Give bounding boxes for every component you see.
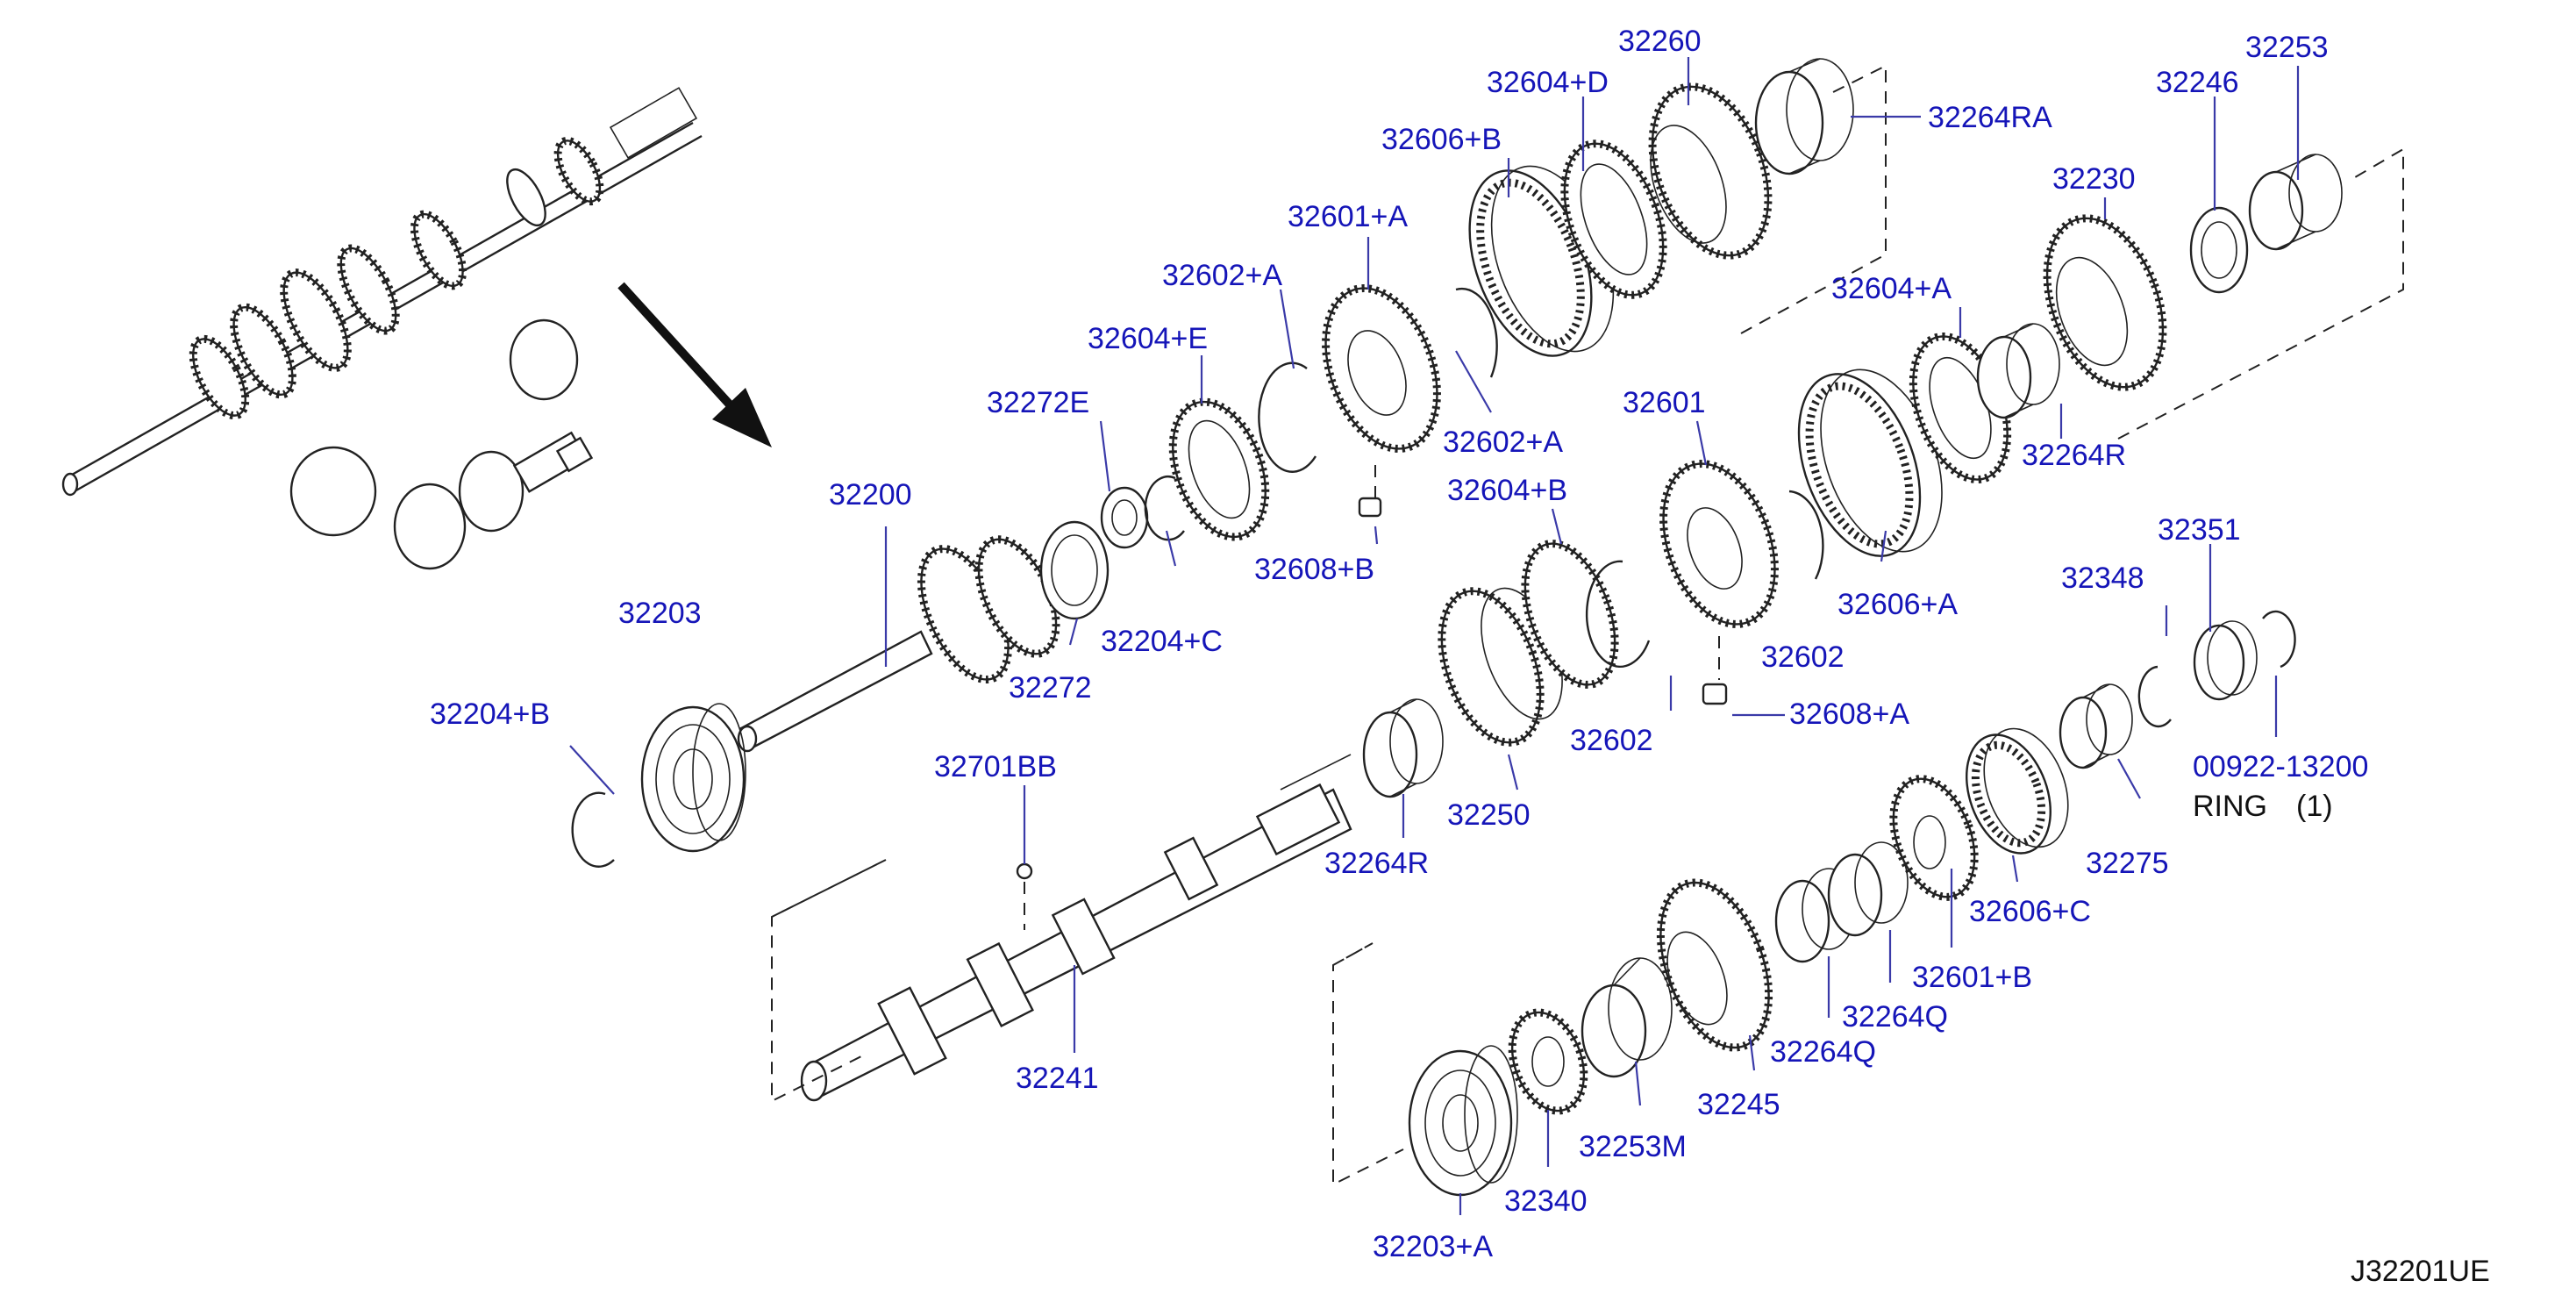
- gear-32340: [1508, 1008, 1588, 1115]
- group-bracket-left: [771, 859, 887, 1103]
- direction-arrow-icon: [617, 282, 772, 447]
- label-32272: 32272: [1009, 671, 1092, 705]
- needle-bearing-32272: [1039, 520, 1110, 620]
- label-32340: 32340: [1504, 1184, 1588, 1218]
- label-32601: 32601: [1623, 386, 1706, 419]
- synchro-hub-32601a: [1322, 284, 1441, 453]
- label-32203: 32203: [618, 597, 702, 630]
- coupling-sleeve-32606c: [1966, 727, 2069, 855]
- main-drive-shaft-32200: [737, 535, 1060, 753]
- label-32606-c: 32606+C: [1969, 895, 2091, 928]
- needle-bearing-32264q-b: [1827, 841, 1909, 937]
- group-bracket-right: [2117, 147, 2404, 440]
- label-32351: 32351: [2158, 513, 2241, 547]
- label-32264r-bottom: 32264R: [1324, 847, 1429, 880]
- assembly-overview-illustration: [61, 87, 703, 570]
- baulk-ring-32604d: [1560, 140, 1667, 299]
- snap-ring-32204b: [571, 791, 615, 868]
- label-32272e: 32272E: [987, 386, 1089, 419]
- label-32604-a: 32604+A: [1831, 272, 1952, 305]
- label-32264q-a: 32264Q: [1842, 1000, 1948, 1034]
- bearing-32203: [640, 703, 746, 853]
- ring-note: RING: [2193, 790, 2267, 823]
- label-32246: 32246: [2156, 66, 2239, 99]
- label-32260: 32260: [1618, 25, 1702, 58]
- needle-bearing-32264r-lower: [1362, 698, 1444, 798]
- label-32230: 32230: [2052, 162, 2136, 196]
- spring-32602: [1585, 560, 1651, 669]
- counter-shaft-32241: [800, 754, 1352, 1102]
- label-32604-d: 32604+D: [1487, 66, 1609, 99]
- label-32203-a: 32203+A: [1373, 1230, 1493, 1263]
- label-32602-partial: 32602: [1761, 640, 1845, 674]
- label-32608-b: 32608+B: [1254, 553, 1374, 586]
- label-32602-a-mid: 32602+A: [1443, 426, 1563, 459]
- washer-32272e: [1100, 486, 1149, 549]
- ball-32701bb: [1016, 862, 1033, 930]
- gear-32260: [1648, 82, 1773, 260]
- label-32602: 32602: [1570, 724, 1653, 757]
- bushing-32253: [2248, 154, 2343, 251]
- label-32264ra: 32264RA: [1928, 101, 2052, 134]
- label-32606-b: 32606+B: [1381, 123, 1502, 156]
- needle-bearing-32264ra: [1754, 58, 1854, 175]
- label-32204-c: 32204+C: [1101, 625, 1223, 658]
- label-32264q-b: 32264Q: [1770, 1035, 1876, 1069]
- baulk-ring-32604b: [1521, 540, 1619, 689]
- needle-bearing-32264q-a: [1774, 868, 1856, 963]
- label-32601-b: 32601+B: [1912, 961, 2032, 994]
- group-bracket-lower: [1332, 942, 1404, 1186]
- diagram-code: J32201UE: [2351, 1255, 2490, 1288]
- gear-32230: [2043, 214, 2167, 391]
- part-labels: 32260 32604+D 32264RA 32606+B 32253 3224…: [430, 25, 2490, 1288]
- synchro-hub-32601: [1659, 460, 1779, 628]
- label-32606-a: 32606+A: [1837, 588, 1958, 621]
- ring-quantity: (1): [2296, 790, 2333, 823]
- label-32245: 32245: [1697, 1088, 1780, 1121]
- label-32348: 32348: [2061, 562, 2144, 595]
- ring-32348: [2137, 665, 2172, 728]
- label-32602-a-top: 32602+A: [1162, 259, 1282, 292]
- shifting-insert-32608b: [1358, 465, 1382, 518]
- label-32275: 32275: [2086, 847, 2169, 880]
- needle-bearing-32275: [2059, 683, 2133, 769]
- washer-32246: [2189, 206, 2249, 294]
- gear-32250: [1438, 587, 1563, 747]
- snap-ring-32204c: [1144, 476, 1185, 541]
- gear-32245: [1656, 878, 1773, 1052]
- label-32253m: 32253M: [1579, 1130, 1687, 1163]
- label-32253: 32253: [2245, 31, 2329, 64]
- spring-32602-right: [1788, 490, 1824, 580]
- label-32204-b: 32204+B: [430, 698, 550, 731]
- snap-ring-00922-13200: [2262, 610, 2296, 669]
- label-32250: 32250: [1447, 798, 1531, 832]
- bushing-32253m: [1581, 957, 1673, 1078]
- baulk-ring-32604e: [1168, 397, 1270, 541]
- coupling-sleeve-32606a: [1797, 368, 1943, 557]
- label-32601-a: 32601+A: [1288, 200, 1408, 233]
- spring-32602a-top: [1258, 361, 1317, 473]
- synchro-hub-32601b: [1889, 775, 1979, 901]
- shifting-insert-32608a: [1702, 636, 1728, 705]
- bearing-32203a: [1408, 1045, 1518, 1197]
- label-32608-a: 32608+A: [1789, 698, 1909, 731]
- needle-bearing-32264r-upper: [1976, 323, 2060, 419]
- label-32701bb: 32701BB: [934, 750, 1057, 783]
- spring-32602a-mid: [1455, 287, 1498, 378]
- label-32241: 32241: [1016, 1062, 1099, 1095]
- label-32200: 32200: [829, 478, 912, 512]
- label-32604-b: 32604+B: [1447, 474, 1567, 507]
- label-32264r-top: 32264R: [2022, 439, 2126, 472]
- label-32604-e: 32604+E: [1088, 322, 1208, 355]
- label-00922-13200: 00922-13200: [2193, 750, 2368, 783]
- leader-lines: [569, 57, 2300, 1215]
- group-bracket-top: [1740, 64, 1887, 334]
- washer-32351: [2193, 620, 2258, 701]
